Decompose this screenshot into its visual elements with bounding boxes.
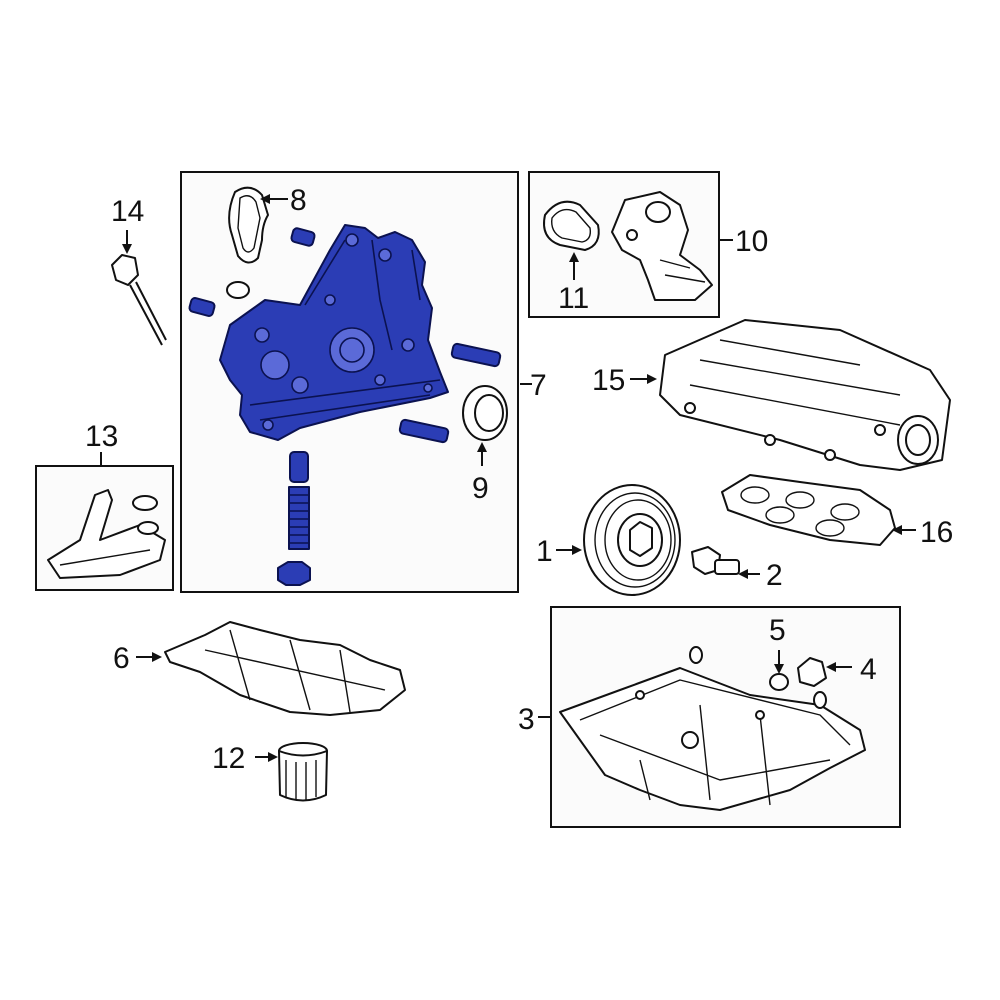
callout-14: 14 (111, 195, 144, 228)
part-9-oil-seal[interactable] (462, 385, 508, 441)
callout-8: 8 (290, 184, 307, 217)
part-14-dipstick[interactable] (111, 254, 167, 346)
callout-10: 10 (735, 225, 768, 258)
part-13-oil-strainer[interactable] (47, 489, 166, 579)
callout-11: 11 (558, 282, 589, 315)
callout-4: 4 (860, 653, 877, 686)
part-8-gasket[interactable] (226, 186, 269, 299)
callout-2: 2 (766, 559, 783, 592)
oil-pump-highlighted-part[interactable] (188, 224, 502, 586)
part-10-oil-filter-housing[interactable] (611, 191, 713, 301)
part-5-washer[interactable] (689, 646, 827, 709)
part-1-crankshaft-pulley[interactable] (583, 484, 681, 596)
callout-9: 9 (472, 472, 489, 505)
part-16-manifold-gasket[interactable] (721, 474, 896, 546)
callout-1: 1 (536, 535, 553, 568)
part-12-oil-filter[interactable] (278, 742, 328, 802)
leader-lines (100, 194, 916, 762)
callout-15: 15 (592, 364, 625, 397)
callout-3: 3 (518, 703, 535, 736)
callout-5: 5 (769, 614, 786, 647)
part-15-intake-manifold[interactable] (659, 319, 951, 471)
part-3-oil-pan[interactable] (559, 667, 866, 811)
callout-13: 13 (85, 420, 118, 453)
callout-12: 12 (212, 742, 245, 775)
part-2-bolt[interactable] (691, 546, 740, 575)
callout-16: 16 (920, 516, 953, 549)
part-11-gasket[interactable] (543, 200, 600, 251)
part-6-baffle-plate[interactable] (164, 621, 406, 716)
callout-6: 6 (113, 642, 130, 675)
part-4-drain-plug[interactable] (797, 657, 827, 687)
callout-7: 7 (530, 369, 547, 402)
